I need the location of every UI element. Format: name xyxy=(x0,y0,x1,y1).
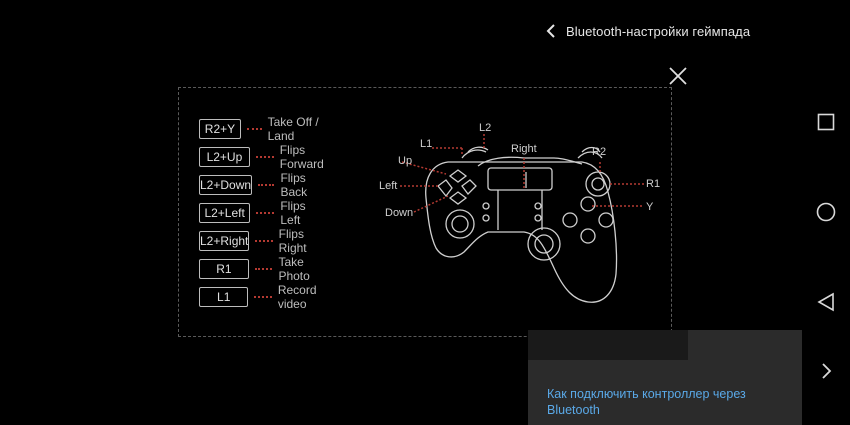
expand-button[interactable] xyxy=(814,359,838,383)
label-down: Down xyxy=(385,207,414,219)
key-combo: L2+Up xyxy=(199,147,250,167)
system-back-button[interactable] xyxy=(814,290,838,314)
controls-panel: R2+Y Take Off / Land L2+Up Flips Forward… xyxy=(178,87,672,337)
help-popup: Как подключить контроллер через Bluetoot… xyxy=(528,330,802,425)
leader-line xyxy=(256,212,275,214)
recent-apps-button[interactable] xyxy=(814,110,838,134)
leader-line xyxy=(258,184,275,186)
page-title: Bluetooth-настройки геймпада xyxy=(566,23,751,39)
mapping-row: L1 Record video xyxy=(199,283,334,311)
circle-icon xyxy=(816,202,836,222)
mapping-row: L2+Left Flips Left xyxy=(199,199,320,227)
bluetooth-help-link[interactable]: Как подключить контроллер через Bluetoot… xyxy=(547,387,746,417)
chevron-left-icon xyxy=(546,24,555,38)
action-label: Take Off / Land xyxy=(267,115,319,143)
mapping-row: R2+Y Take Off / Land xyxy=(199,115,322,143)
action-label: Flips Back xyxy=(280,171,308,199)
action-label: Flips Left xyxy=(280,199,306,227)
key-combo: L1 xyxy=(199,287,249,307)
leader-line xyxy=(246,128,262,130)
back-button[interactable] xyxy=(540,20,562,42)
label-r2: R2 xyxy=(592,146,607,158)
key-combo: R2+Y xyxy=(199,119,241,139)
label-up: Up xyxy=(398,155,413,167)
label-right: Right xyxy=(511,143,537,155)
square-icon xyxy=(817,113,835,131)
popup-overlap xyxy=(528,330,688,360)
key-combo: L2+Right xyxy=(199,231,250,251)
label-r1: R1 xyxy=(646,178,661,190)
system-navigation-bar xyxy=(803,0,850,425)
action-label: Take Photo xyxy=(278,255,310,283)
label-l1: L1 xyxy=(420,138,433,150)
mapping-row: R1 Take Photo xyxy=(199,255,326,283)
leader-line xyxy=(254,268,273,270)
key-combo: L2+Down xyxy=(199,175,253,195)
gamepad-icon xyxy=(400,134,644,303)
leader-line xyxy=(254,296,272,298)
label-l2: L2 xyxy=(479,122,492,134)
chevron-right-icon xyxy=(822,363,832,379)
mapping-row: L2+Up Flips Forward xyxy=(199,143,339,171)
close-icon xyxy=(669,67,687,85)
mapping-row: L2+Right Flips Right xyxy=(199,227,323,255)
action-label: Record video xyxy=(277,283,317,311)
header: Bluetooth-настройки геймпада xyxy=(540,18,750,44)
label-left: Left xyxy=(379,180,398,192)
action-label: Flips Right xyxy=(278,227,307,255)
home-button[interactable] xyxy=(814,200,838,224)
leader-line xyxy=(255,156,274,158)
label-y: Y xyxy=(646,201,654,213)
key-combo: L2+Left xyxy=(199,203,251,223)
leader-line xyxy=(255,240,273,242)
gamepad-diagram: L1 L2 Up Right Left Down R2 R1 Y xyxy=(378,118,668,318)
key-combo: R1 xyxy=(199,259,249,279)
close-button[interactable] xyxy=(666,64,690,88)
mapping-row: L2+Down Flips Back xyxy=(199,171,322,199)
triangle-left-icon xyxy=(817,292,834,312)
action-label: Flips Forward xyxy=(279,143,324,171)
